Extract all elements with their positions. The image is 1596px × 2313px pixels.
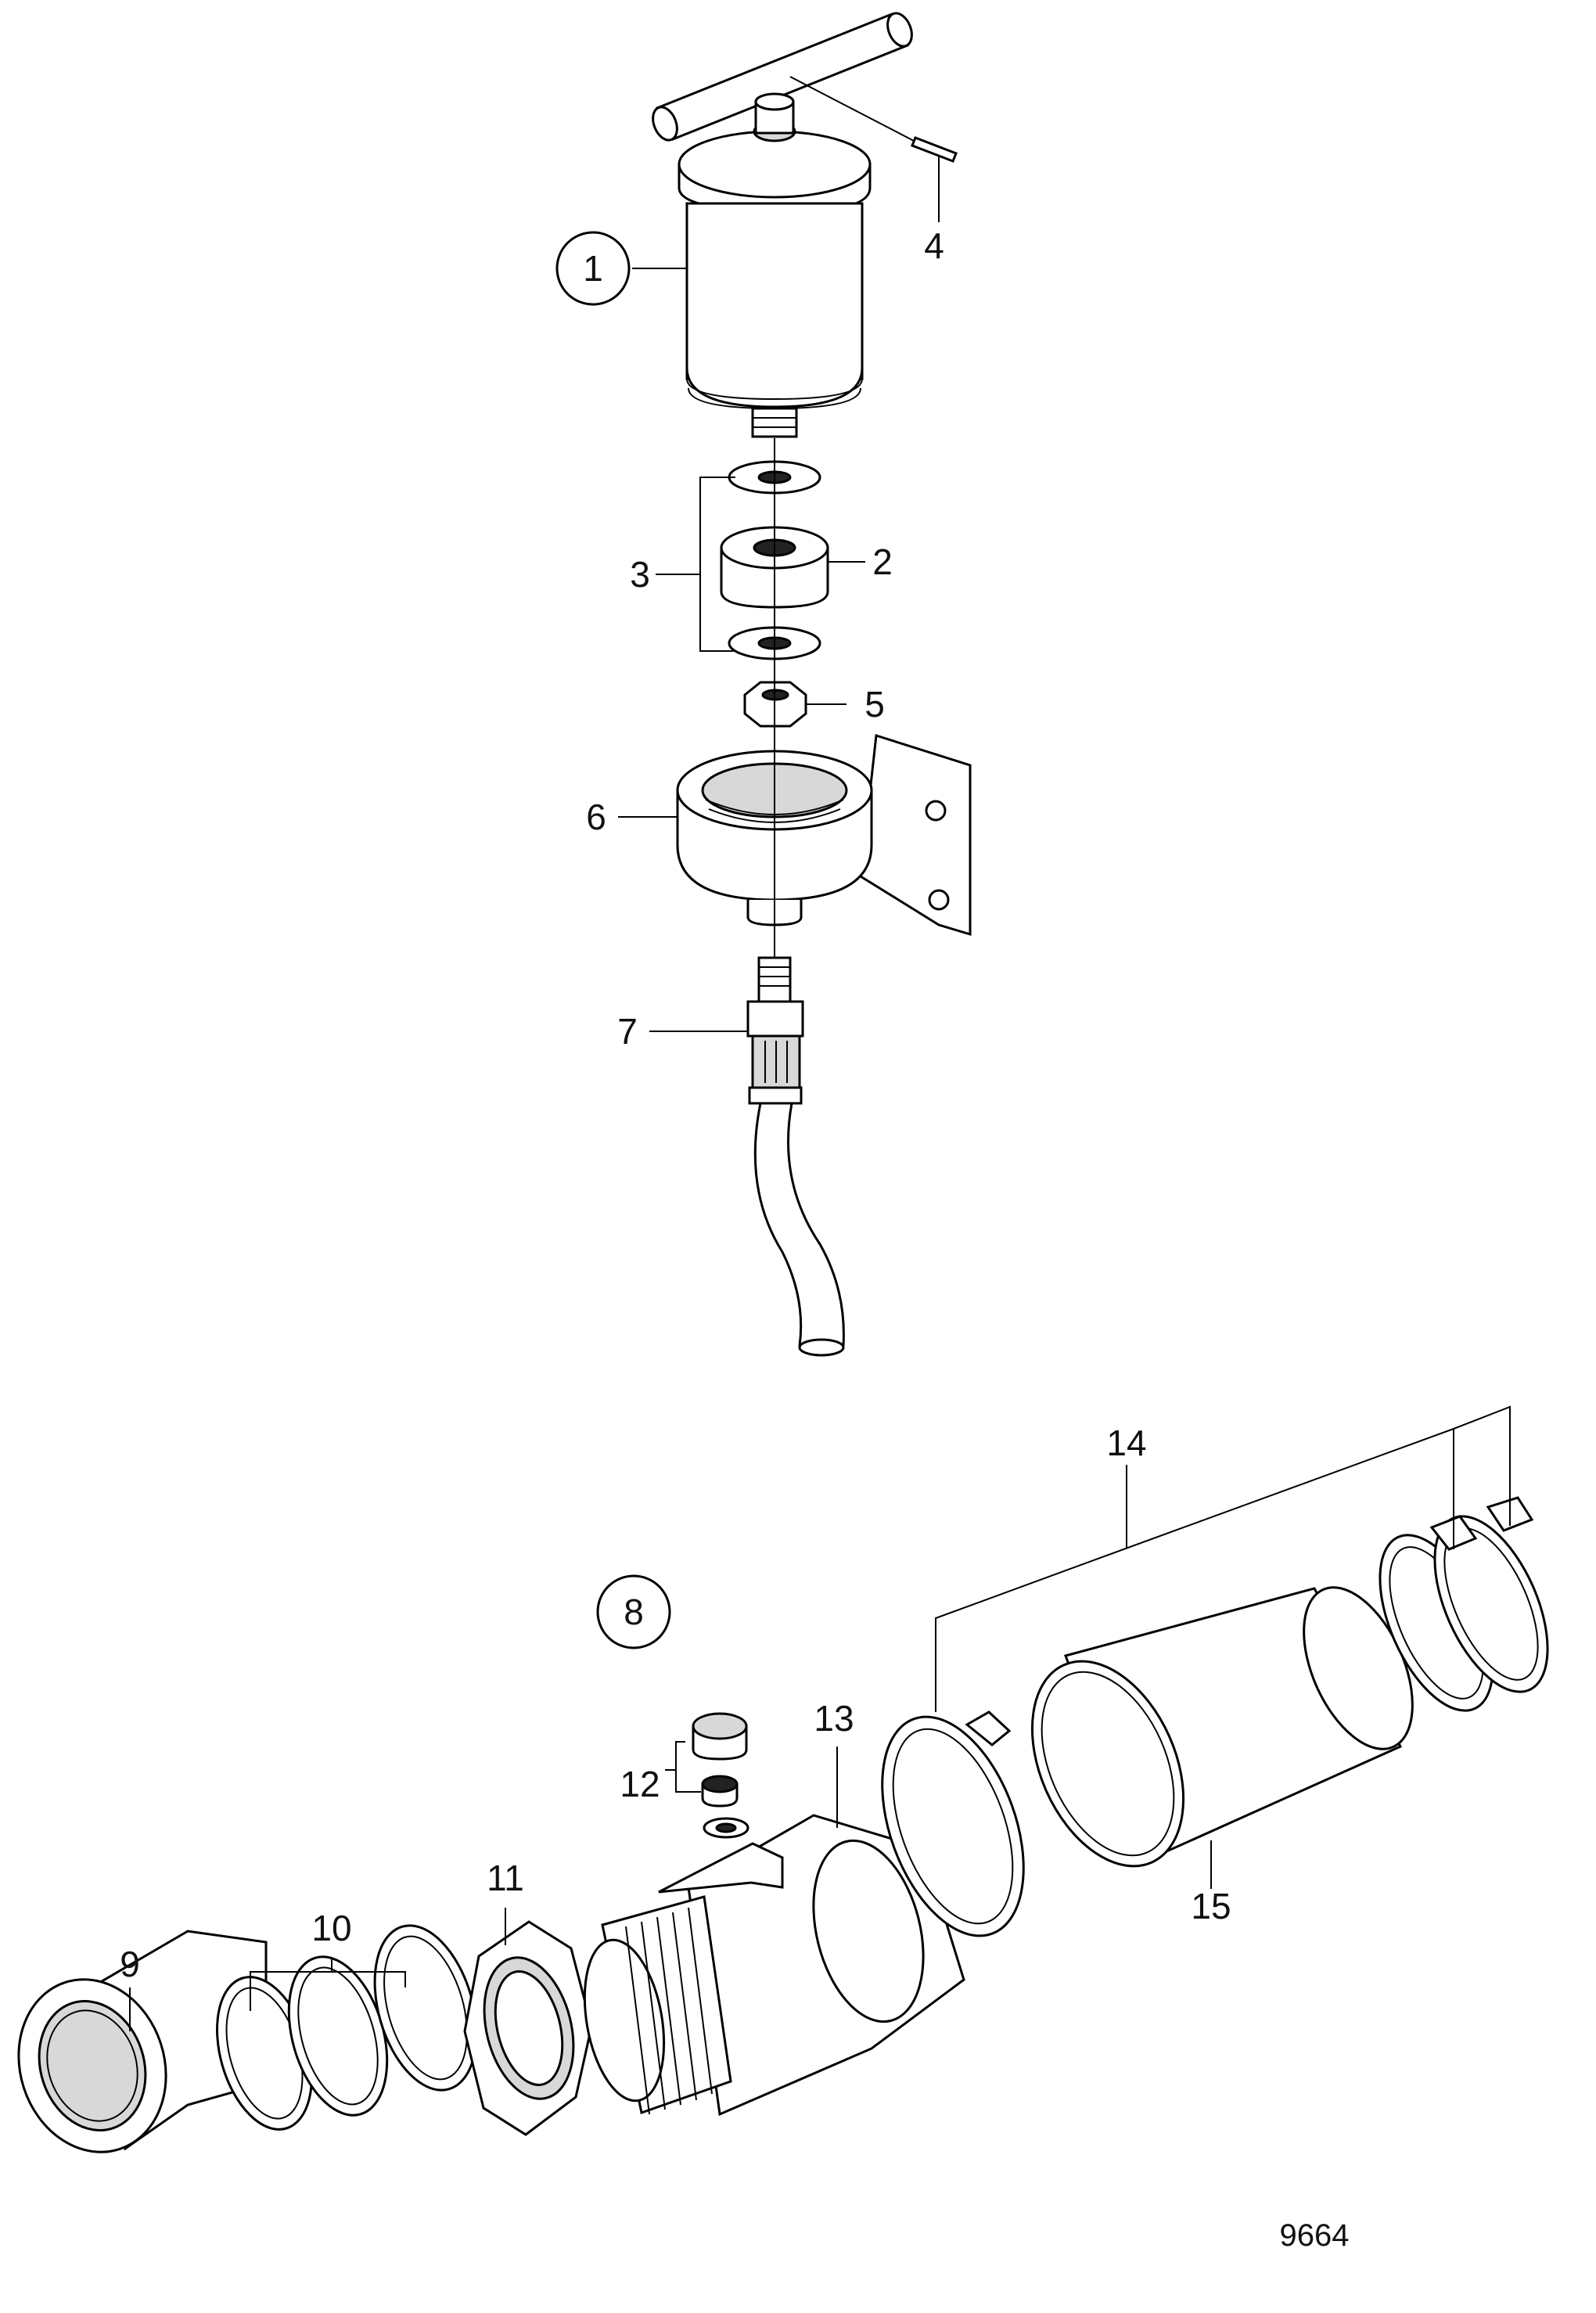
callout-12: 12 bbox=[620, 1764, 660, 1804]
callout-1: 1 bbox=[555, 231, 631, 306]
fuel-hose bbox=[753, 1103, 845, 1357]
callout-9: 9 bbox=[120, 1944, 140, 1984]
callout-5: 5 bbox=[864, 684, 885, 725]
seal-rings-part-10 bbox=[216, 1924, 478, 2131]
pin-part-4 bbox=[789, 76, 958, 163]
figure-number: 9664 bbox=[1280, 2218, 1350, 2253]
callout-14: 14 bbox=[1106, 1423, 1146, 1463]
callout-7: 7 bbox=[617, 1011, 638, 1052]
filter-head-bracket-part-6 bbox=[676, 734, 972, 937]
callout-10: 10 bbox=[311, 1908, 351, 1948]
callout-13: 13 bbox=[814, 1698, 854, 1739]
hose-sleeve-part-15 bbox=[1030, 1586, 1414, 1868]
leader-lines-upper bbox=[618, 156, 940, 1032]
hose-clamp-left bbox=[881, 1710, 1025, 1937]
callout-4: 4 bbox=[924, 225, 944, 266]
hose-fitting-part-7 bbox=[746, 956, 804, 1105]
plug-part-12 bbox=[665, 1712, 748, 1808]
svg-text:8: 8 bbox=[624, 1592, 644, 1632]
lock-nut-part-11 bbox=[463, 1920, 593, 2136]
callout-6: 6 bbox=[586, 797, 606, 837]
filter-canister-part-1 bbox=[678, 92, 872, 438]
svg-text:1: 1 bbox=[583, 248, 603, 289]
leader-lines-lower bbox=[129, 1405, 1511, 2031]
callout-8: 8 bbox=[596, 1574, 671, 1649]
callout-15: 15 bbox=[1191, 1886, 1231, 1926]
fitting-body-part-13 bbox=[583, 1814, 965, 2117]
callout-3: 3 bbox=[630, 554, 650, 595]
callout-2: 2 bbox=[872, 541, 893, 582]
callout-11: 11 bbox=[487, 1858, 524, 1898]
t-handle bbox=[652, 12, 913, 142]
